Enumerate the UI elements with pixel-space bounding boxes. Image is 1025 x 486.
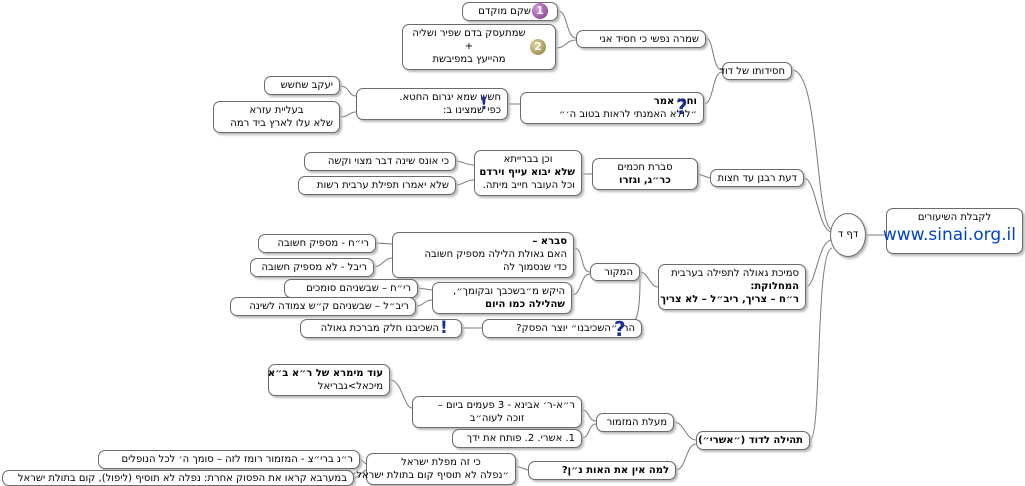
damshafir-line2: + (464, 41, 474, 52)
hekesh-line1: היקש מ״בשכבך ובקומך״, (453, 286, 565, 297)
rnb-node[interactable]: ר״נ ברי״צ - המזמור רומז לזה – סומך ה׳ לכ… (98, 450, 360, 469)
ashrei-node[interactable]: 1. אשרי. 2. פותח את ידך (452, 429, 582, 448)
chashash-line1: חשש שמא יגרום החטא. (399, 92, 501, 103)
tzeit-node[interactable]: דעת רבנן עד חצות (710, 169, 804, 187)
root-node[interactable]: לקבלת השיעורים www.sinai.org.il (882, 208, 1023, 254)
olei-line2: שלא עלו לארץ ביד רמה (230, 118, 333, 129)
svarat-line1: סברת חכמים (617, 162, 673, 173)
site-link[interactable]: www.sinai.org.il (882, 225, 1016, 245)
hasidut-node[interactable]: חסידותו של דוד (719, 62, 792, 80)
svara-node[interactable]: סברא – האם גאולת הלילה מספיק חשובה כדי ש… (392, 232, 574, 278)
tehila-node[interactable]: תהילה לדוד (״אשרי״) (696, 431, 810, 450)
damshafir-line3: מהייעץ במפיבשת (432, 54, 506, 65)
maarava-node[interactable]: במערבא קראו את הפסוק אחרת: נפלה לא תוסיף… (2, 470, 354, 486)
hekesh-rih-node[interactable]: רי״ח – שבשניהם סומכים (284, 279, 418, 298)
exclamation-icon: ! (440, 318, 448, 338)
ki-line2: ״נפלה לא תוסיף קום בתולת ישראל״ (349, 470, 509, 481)
olei-line1: בעליית עזרא (249, 105, 304, 116)
ra-line2: זוכה לעוה״ב (469, 413, 525, 424)
vechen-line3: וכל העובר חייב מיתה. (482, 180, 575, 191)
root-title: לקבלת השיעורים (917, 212, 992, 223)
shmira-node[interactable]: שמרה נפשי כי חסיד אני (576, 30, 706, 48)
olei-node[interactable]: בעליית עזרא שלא עלו לארץ ביד רמה (213, 101, 340, 133)
exclamation-icon: ! (480, 94, 488, 114)
svara-rl-node[interactable]: ריבל - לא מספיק חשובה (250, 258, 374, 277)
makor-node[interactable]: המקור (590, 263, 640, 281)
vechen-node[interactable]: וכן בברייתא שלא יבוא עייף וירדם וכל העוב… (474, 150, 582, 196)
hekesh-rl-node[interactable]: ריב״ל – שבשניהם ק״ש צמודה לשינה (230, 297, 416, 316)
kei-ones-node[interactable]: כי אונס שינה דבר מצוי וקשה (304, 152, 456, 171)
vechorei-line1: וחרי אמר (653, 96, 697, 107)
smichat-line2: המחלוקת: (750, 281, 799, 292)
vechorei-line2: ״לולא האמנתי לראות בטוב ה׳״ (559, 109, 697, 120)
od-line2: מיכאל>גבריאל (317, 381, 383, 392)
smichat-node[interactable]: סמיכת גאולה לתפילה בערבית המחלוקת: ר״ח –… (658, 264, 806, 310)
question-icon: ? (676, 95, 688, 119)
hari-answer-node[interactable]: השכיבנו חלק מברכת גאולה (300, 319, 462, 338)
lama-node[interactable]: למה אין את האות נ״ן? (528, 461, 676, 480)
ki-node[interactable]: כי זה מפלת ישראל ״נפלה לא תוסיף קום בתול… (349, 453, 516, 485)
vechen-line1: וכן בברייתא (503, 154, 553, 165)
hekesh-node[interactable]: היקש מ״בשכבך ובקומך״, שהלילה כמו היום (432, 282, 572, 314)
damshafir-line1: שמתעסק בדם שפיר ושליה (412, 28, 526, 39)
number-one-icon: 1 (532, 3, 548, 19)
ra-node[interactable]: ר״א-ר׳ אבינא - 3 פעמים ביום – זוכה לעוה״… (412, 396, 582, 428)
smichat-line1: סמיכת גאולה לתפילה בערבית (671, 268, 799, 279)
center-node[interactable]: דף ד (830, 213, 866, 257)
smichat-line3: ר״ח – צריך, ריב״ל – לא צריך (660, 294, 799, 305)
hari-node[interactable]: הרי ״השכיבנו״ יוצר הפסק? (482, 319, 642, 338)
od-node[interactable]: עוד מימרא של ר״א ב״א מיכאל>גבריאל (268, 364, 390, 396)
chashash-line2: כפי שמצינו ב: (442, 105, 501, 116)
number-two-icon: 2 (530, 39, 546, 55)
hekesh-line2: שהלילה כמו היום (485, 299, 565, 310)
ki-line1: כי זה מפלת ישראל (401, 457, 481, 468)
maalat-node[interactable]: מעלת המזמור (596, 413, 674, 432)
svarat-node[interactable]: סברת חכמים כר״ג, וגזרו (592, 158, 698, 190)
od-line1: עוד מימרא של ר״א ב״א (267, 368, 383, 379)
yaakov-node[interactable]: יעקב שחשש (264, 76, 340, 95)
question-icon: ? (614, 317, 626, 341)
chashash-node[interactable]: חשש שמא יגרום החטא. כפי שמצינו ב: (356, 88, 508, 120)
ra-line1: ר״א-ר׳ אבינא - 3 פעמים ביום – (437, 400, 575, 411)
svara-line3: כדי שנסמוך לה (502, 262, 567, 273)
vechorei-node[interactable]: וחרי אמר ״לולא האמנתי לראות בטוב ה׳״ (520, 92, 704, 124)
svarat-line2: כר״ג, וגזרו (619, 175, 671, 186)
vechen-line2: שלא יבוא עייף וירדם (479, 167, 575, 178)
svara-line1: סברא – (532, 236, 567, 247)
svara-rih-node[interactable]: רי״ח - מספיק חשובה (258, 234, 376, 253)
shelo-node[interactable]: שלא יאמרו תפילת ערבית רשות (298, 176, 456, 195)
svara-line2: האם גאולת הלילה מספיק חשובה (424, 249, 567, 260)
